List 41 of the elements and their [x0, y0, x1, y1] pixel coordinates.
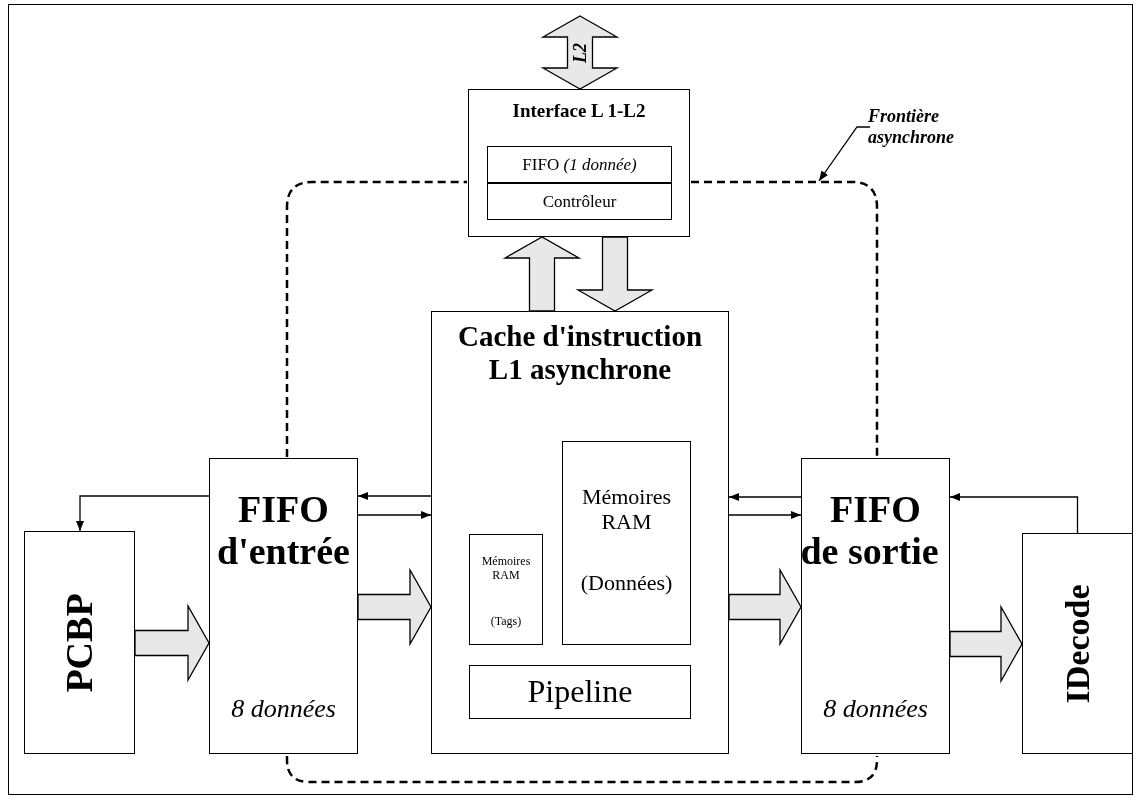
arrow: [728, 511, 802, 519]
interface-box: [468, 89, 690, 237]
controller-label: Contrôleur: [541, 192, 618, 212]
block-arrow: [502, 236, 582, 312]
block-box: [1022, 533, 1133, 754]
arrow: [76, 495, 210, 532]
block-arrow: [949, 604, 1023, 684]
pipeline-box: [469, 665, 691, 719]
fifo-box: [487, 146, 672, 183]
block-title: Interface L 1-L2: [511, 100, 647, 122]
block-box: [24, 531, 135, 754]
fifo-label: FIFO (1 donnée): [521, 155, 638, 175]
arrow: [949, 493, 1079, 534]
block-title: Cache d'instruction L1 asynchrone: [456, 320, 704, 387]
block-title: IDecode: [1057, 584, 1097, 703]
block-arrow: [357, 567, 432, 647]
arrow: [357, 511, 432, 519]
memory-label: Mémoires RAM: [480, 555, 532, 583]
memory-label: Mémoires RAM: [580, 484, 673, 535]
leader-line: [818, 126, 871, 182]
annotation-text: Frontière asynchrone: [868, 106, 955, 148]
block-arrow: [728, 567, 802, 647]
block-title: FIFO de sortie: [799, 489, 940, 573]
block-arrow: [134, 603, 210, 683]
pipeline-label: Pipeline: [526, 673, 634, 710]
fifo-box: [209, 458, 358, 754]
block-title: PCBP: [57, 592, 101, 693]
fifo-box: [801, 458, 950, 754]
capacity-label: 8 données: [822, 694, 929, 724]
memory-label: (Données): [579, 570, 674, 596]
arrow: [728, 493, 802, 501]
cache-box: [431, 311, 729, 754]
arrow: [357, 492, 432, 500]
block-arrow: [575, 236, 655, 312]
capacity-label: 8 données: [230, 694, 337, 724]
block-title: FIFO d'entrée: [216, 489, 351, 573]
memory-box: [469, 534, 543, 645]
memory-box: [562, 441, 691, 645]
edge-label: L2: [571, 41, 589, 64]
controller-box: [487, 183, 672, 220]
memory-label: (Tags): [489, 615, 523, 629]
